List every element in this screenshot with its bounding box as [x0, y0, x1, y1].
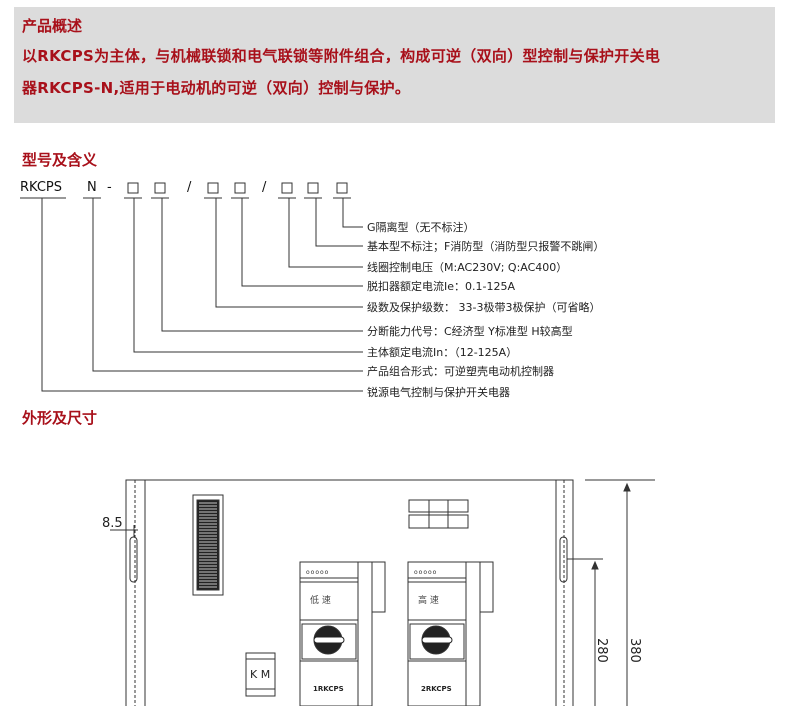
model-label-2: 线圈控制电压（M:AC230V; Q:AC400）	[367, 261, 568, 274]
module-2	[407, 561, 494, 706]
model-label-4: 级数及保护级数： 33-3极带3极保护（可省略）	[367, 301, 601, 314]
terminal-strip	[192, 494, 224, 596]
model-label-0: G隔离型（无不标注）	[367, 221, 475, 234]
enclosure-drawing	[110, 479, 655, 706]
model-section-title: 型号及含义	[22, 151, 98, 169]
dim-8-5: 8.5	[102, 516, 123, 531]
model-label-5: 分断能力代号：C经济型 Y标准型 H较高型	[367, 325, 573, 338]
overview-banner: 产品概述 以RKCPS为主体，与机械联锁和电气联锁等附件组合，构成可逆（双向）型…	[14, 7, 775, 123]
module-1-label: 低 速	[310, 594, 331, 606]
overview-title: 产品概述	[22, 17, 83, 35]
model-label-6: 主体额定电流In：（12-125A）	[367, 346, 518, 359]
module-2-label: 高 速	[418, 594, 439, 606]
dim-380: 380	[627, 638, 642, 663]
model-n: N	[87, 180, 97, 195]
dimensions-section-title: 外形及尺寸	[22, 409, 98, 427]
model-label-3: 脱扣器额定电流Ie：0.1-125A	[367, 280, 515, 293]
module-1	[299, 561, 386, 706]
terminal-block	[408, 499, 469, 529]
code-boxes	[124, 182, 351, 199]
model-slash-1: /	[187, 180, 192, 195]
model-slash-2: /	[262, 180, 267, 195]
dim-280: 280	[594, 638, 609, 663]
km-contactor	[245, 652, 276, 697]
model-label-1: 基本型不标注；F消防型（消防型只报警不跳闸）	[367, 240, 605, 253]
overview-text-line2: 器RKCPS-N,适用于电动机的可逆（双向）控制与保护。	[22, 79, 411, 97]
model-prefix: RKCPS	[20, 180, 63, 195]
svg-text:ooooo: ooooo	[306, 569, 329, 576]
km-label: K M	[250, 668, 270, 681]
model-dash: -	[107, 180, 112, 195]
svg-text:ooooo: ooooo	[414, 569, 437, 576]
model-label-8: 锐源电气控制与保护开关电器	[367, 386, 510, 399]
module-2-name: 2RKCPS	[421, 685, 452, 693]
model-label-7: 产品组合形式：可逆塑壳电动机控制器	[367, 365, 554, 378]
overview-text-line1: 以RKCPS为主体，与机械联锁和电气联锁等附件组合，构成可逆（双向）型控制与保护…	[22, 47, 661, 65]
module-1-name: 1RKCPS	[313, 685, 344, 693]
